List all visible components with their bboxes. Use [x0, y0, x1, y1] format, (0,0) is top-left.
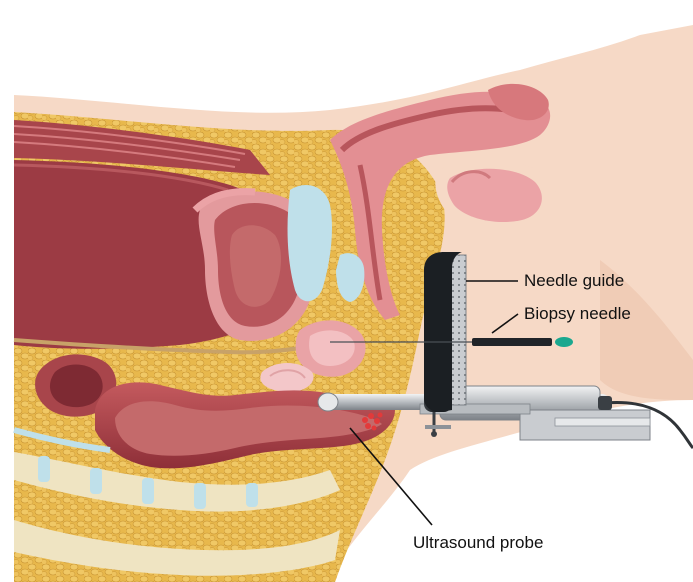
- label-needle-guide: Needle guide: [524, 272, 624, 289]
- label-biopsy-needle: Biopsy needle: [524, 305, 631, 322]
- label-ultrasound-probe: Ultrasound probe: [413, 534, 543, 551]
